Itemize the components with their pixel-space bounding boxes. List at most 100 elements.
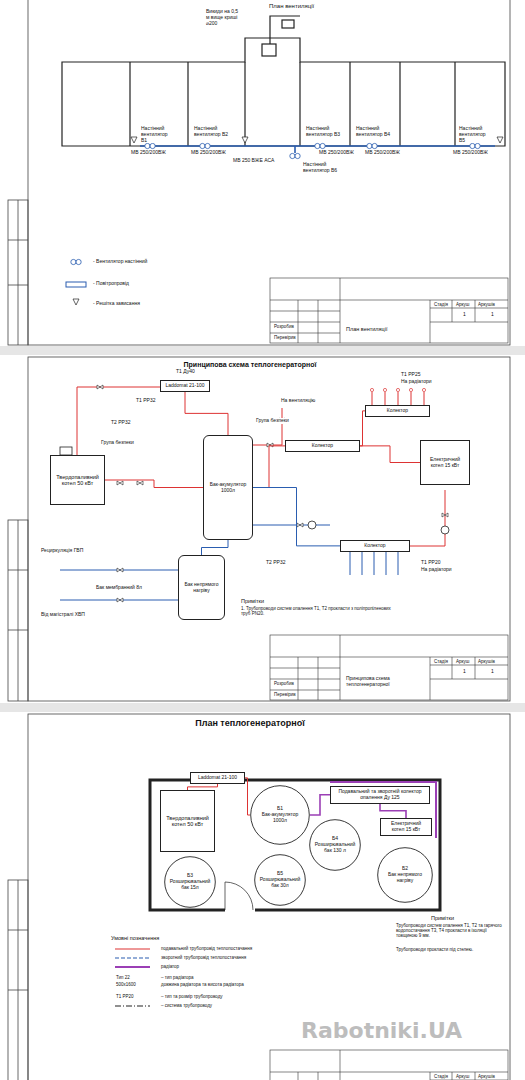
room-wall	[270, 16, 300, 44]
grille-symbol	[73, 137, 503, 305]
note-label: Аркуш	[455, 1074, 470, 1079]
node-text: Твердопаливний котел 50 кВт	[164, 815, 211, 828]
sheet-frame	[28, 357, 510, 701]
note-label: Розробив	[273, 681, 295, 686]
title-block	[430, 300, 431, 343]
fan-symbol	[71, 259, 76, 264]
note-label: Аркуш	[455, 302, 470, 307]
note-label: На радіатори	[420, 567, 453, 573]
node-text: Електричний котел 15 кВт	[384, 821, 428, 833]
boiler-box: Твердопаливний котел 50 кВт	[160, 790, 215, 852]
title-block	[270, 679, 340, 680]
note-label: МВ 250/200ВЖ	[190, 150, 227, 156]
title-block	[270, 322, 340, 323]
title-block	[340, 657, 508, 658]
radiator-valve	[370, 388, 373, 391]
title-block	[270, 333, 340, 334]
sheet-frame	[28, 0, 510, 345]
title-block	[298, 1072, 299, 1080]
supply-pipe	[410, 490, 445, 546]
tank-circle: Б4Розширювальний бак 130 л	[309, 819, 361, 871]
legend-entry: – тип та розмір трубопроводу	[160, 994, 224, 999]
fan-symbol	[295, 153, 300, 158]
note-label: Рециркуляція ГВП	[40, 548, 84, 554]
title-block	[318, 300, 319, 343]
note-label: Принципова схема теплогенераторної	[345, 676, 429, 688]
node-text: Подавальний та зворотній колектор опален…	[334, 789, 426, 801]
note-label: 1	[462, 312, 467, 318]
title-block	[430, 665, 508, 666]
pipe-connector	[253, 446, 285, 488]
valve-symbol	[117, 481, 123, 485]
legend-entry: – тип радіатора	[160, 975, 195, 980]
note-label: Т2 РР32	[110, 420, 131, 426]
return-pipe	[253, 525, 330, 526]
return-pipe	[350, 552, 398, 575]
title-block	[298, 657, 299, 700]
title-block	[475, 1072, 476, 1080]
note-label: Трубопроводи систем опалення Т1, Т2 та г…	[395, 923, 507, 939]
title-block	[270, 300, 340, 301]
sheet-frame	[8, 0, 510, 1080]
sheet-gap	[0, 703, 525, 712]
node-text: Електричний котел 15 кВт	[424, 457, 466, 469]
note-label: Настінний вентилятор В4	[355, 126, 393, 138]
sheet-frame	[18, 520, 19, 701]
valve-symbol	[117, 568, 123, 572]
pipe-connector	[360, 446, 420, 463]
pump-symbol	[441, 526, 449, 534]
electric-boiler-box: Електричний котел 15 кВт	[380, 818, 432, 836]
pipe-connector	[253, 488, 340, 546]
valve-symbol	[297, 523, 303, 527]
title-block	[475, 657, 476, 679]
pipe-connector	[185, 392, 228, 435]
note-label: МВ 250/200ВЖ	[452, 150, 489, 156]
note-label: МВ 250/200ВЖ	[130, 150, 167, 156]
note-label: Стадія	[433, 659, 449, 664]
grille-symbol	[73, 299, 79, 305]
radiator-valve	[409, 388, 412, 391]
note-label: Стадія	[433, 302, 449, 307]
title-block	[270, 1050, 508, 1080]
node-text: Розширювальний бак 30л	[259, 877, 301, 889]
legend-text: – тип та розмір трубопроводу	[161, 994, 223, 999]
note-label: План вентиляції	[345, 326, 427, 332]
tank-outline	[251, 786, 310, 845]
note-label: Стадія	[433, 1074, 449, 1079]
note-label: МВ 250/200ВЖ	[364, 150, 401, 156]
legend-entry: - Вентилятор настінний	[92, 259, 148, 265]
note-label: Т1 РР20	[420, 560, 441, 566]
note-label: Перевірив	[273, 692, 297, 697]
collector-bar: Колектор	[285, 440, 360, 452]
fan-symbol	[205, 143, 210, 148]
pipe-connector	[310, 795, 330, 815]
title-block	[270, 278, 508, 343]
sheet-frame	[8, 520, 28, 701]
fan-symbol	[200, 143, 205, 148]
legend-text: – система трубопроводу	[161, 1003, 212, 1008]
radiator-valve	[396, 388, 399, 391]
sheet-gap	[0, 346, 525, 355]
legend-line-sample	[115, 949, 150, 1006]
pipe-connector	[202, 540, 229, 555]
collector-bar: Колектор	[365, 405, 430, 417]
legend-text: - Повітропровід	[93, 280, 129, 286]
note-label: Викиди на 0,5 м вище криші ⌀200	[205, 9, 243, 26]
radiator-valve	[383, 388, 386, 391]
return-pipe	[60, 570, 178, 600]
note-label: Настінний вентилятор В2	[193, 126, 231, 138]
pipe-connector	[245, 778, 250, 815]
note-label: Т1 Ду40	[175, 369, 196, 375]
pump-symbol	[308, 521, 316, 529]
fan-symbol	[470, 143, 475, 148]
duct-sample	[66, 282, 86, 287]
boiler-box: Твердопаливний котел 50 кВт	[50, 455, 105, 505]
title-block	[340, 300, 508, 301]
note-label: Примітки	[430, 915, 455, 921]
pump-group-box: Laddomat 21-100	[160, 380, 210, 392]
legend-text: довжина радіатора та висота радіатора	[161, 982, 244, 987]
tank-outline	[255, 855, 306, 906]
note-label: МВ 250 ВЖЕ АСА	[232, 158, 275, 164]
title-block	[270, 311, 340, 312]
supply-pipe	[77, 387, 445, 546]
